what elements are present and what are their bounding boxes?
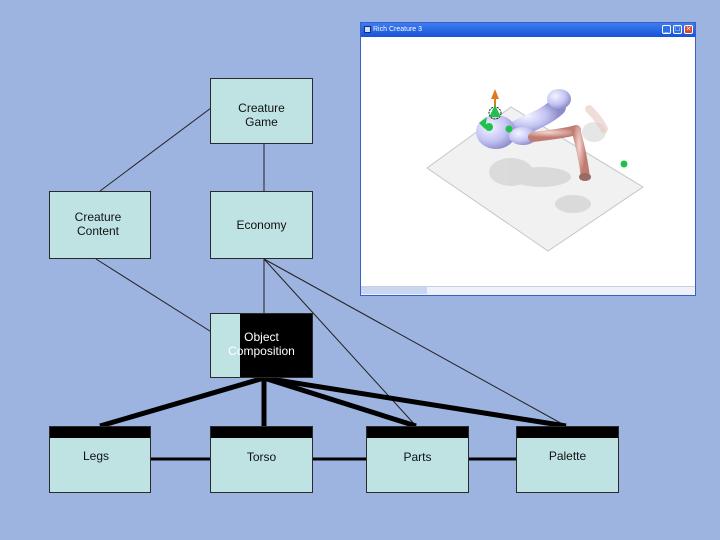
- node-torso: Torso: [210, 426, 313, 493]
- creature-head: [547, 89, 571, 109]
- creature-limbs: [528, 105, 608, 181]
- node-header-bar: [211, 427, 312, 438]
- statusbar-segment: [361, 287, 427, 294]
- node-label: Legs: [82, 449, 110, 463]
- window-title: Rich Creature 3: [373, 26, 423, 33]
- app-icon: [364, 26, 371, 33]
- node-creature-game: Creature Game: [210, 78, 313, 144]
- node-header-bar: [50, 427, 150, 438]
- window-titlebar[interactable]: Rich Creature 3 _ □ ✕: [361, 23, 695, 37]
- node-label: Palette: [548, 449, 587, 463]
- connector-objcomp-parts: [263, 375, 417, 429]
- node-legs: Legs: [49, 426, 151, 493]
- node-object-composition: Object Composition: [210, 313, 313, 378]
- connector-objcomp-palette: [263, 375, 567, 429]
- node-label: Creature Content: [74, 210, 122, 238]
- node-label: Parts: [403, 450, 432, 464]
- minimize-button[interactable]: _: [662, 25, 671, 34]
- node-label: Torso: [246, 450, 277, 464]
- node-palette: Palette: [516, 426, 619, 493]
- 3d-viewport[interactable]: [361, 37, 695, 287]
- creature-torso: [476, 115, 516, 149]
- node-economy: Economy: [210, 191, 313, 259]
- connector-economy-palette: [263, 258, 567, 427]
- node-label: Object Composition: [228, 330, 295, 358]
- maximize-button[interactable]: □: [673, 25, 682, 34]
- manipulator-handles[interactable]: [479, 89, 628, 168]
- window-statusbar: [361, 286, 695, 295]
- app-window: Rich Creature 3 _ □ ✕: [360, 22, 696, 296]
- node-parts: Parts: [366, 426, 469, 493]
- node-label: Economy: [236, 218, 287, 232]
- connector-game-content: [99, 107, 212, 192]
- connector-objcomp-legs: [99, 375, 265, 429]
- node-label: Creature Game: [238, 101, 285, 129]
- node-header-bar: [517, 427, 618, 438]
- node-highlight: [240, 314, 312, 377]
- connector-content-objcomp: [95, 258, 233, 346]
- node-header-bar: [367, 427, 468, 438]
- creature-shadow: [489, 122, 606, 213]
- close-button[interactable]: ✕: [684, 25, 693, 34]
- node-creature-content: Creature Content: [49, 191, 151, 259]
